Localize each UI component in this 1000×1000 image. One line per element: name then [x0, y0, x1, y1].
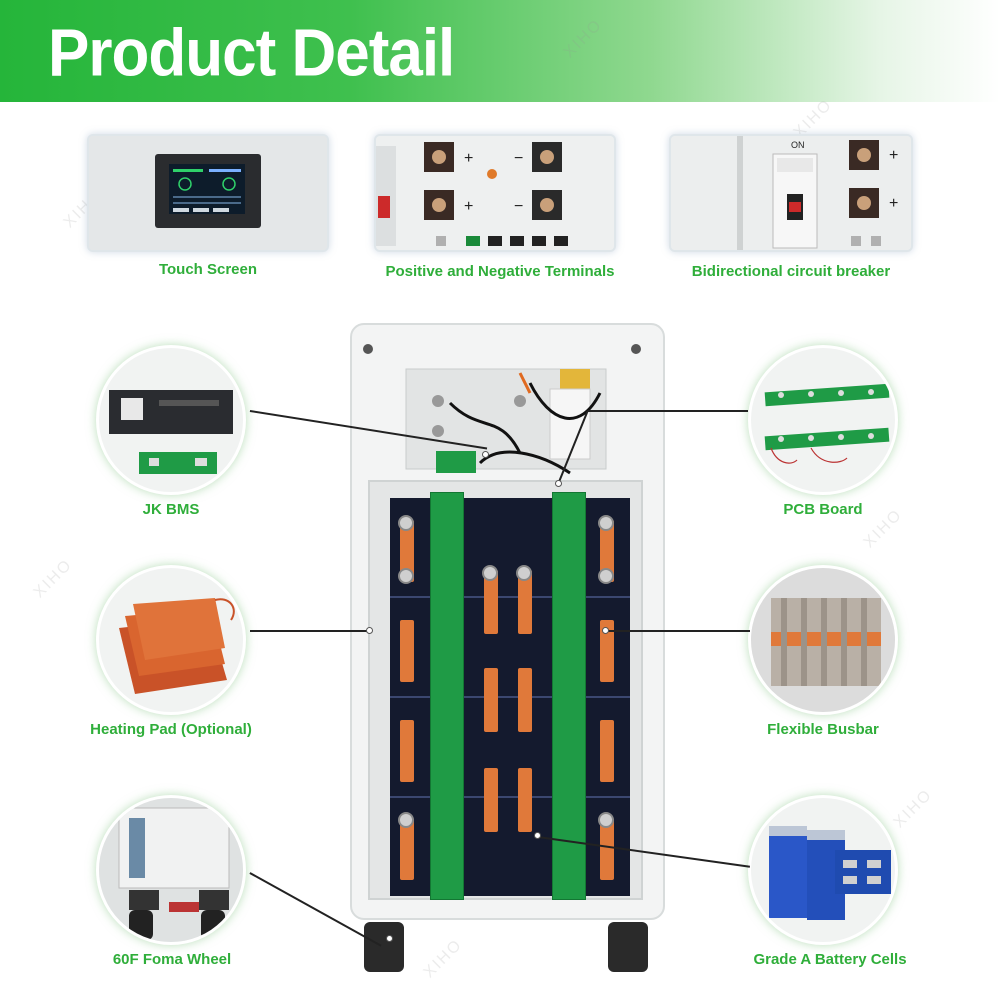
leader-dot [602, 627, 609, 634]
jk-bms-caption: JK BMS [142, 501, 200, 518]
watermark: XIHO [30, 555, 76, 602]
heating-pad-caption: Heating Pad (Optional) [90, 721, 252, 738]
cell-terminal [398, 812, 414, 828]
leader-line-heating-pad [250, 630, 368, 632]
busbar [484, 668, 498, 732]
busbar [400, 620, 414, 682]
flexible-busbar-photo [748, 565, 898, 715]
pcb-board-image [764, 383, 890, 464]
busbar [600, 620, 614, 682]
cell-terminal [482, 565, 498, 581]
page-title: Product Detail [48, 16, 455, 91]
circuit-breaker-photo: ON + + [669, 134, 913, 252]
leader-dot [555, 480, 562, 487]
cell-terminal [398, 568, 414, 584]
pcb-strip-left [430, 492, 464, 900]
cell-divider [390, 596, 630, 598]
busbar [518, 668, 532, 732]
heating-pad-image [119, 598, 235, 694]
terminals-photo: + − + − [374, 134, 616, 252]
svg-text:+: + [464, 150, 473, 167]
cell-divider [390, 796, 630, 798]
wheel-image [99, 798, 243, 942]
cell-terminal [516, 565, 532, 581]
busbar [400, 720, 414, 782]
flexible-busbar-caption: Flexible Busbar [767, 721, 879, 738]
header-banner: Product Detail [0, 0, 1000, 102]
svg-text:−: − [514, 150, 523, 167]
cell-terminal [598, 812, 614, 828]
busbar [600, 720, 614, 782]
leader-dot [366, 627, 373, 634]
busbar [518, 768, 532, 832]
svg-text:+: + [889, 195, 898, 212]
busbar [600, 818, 614, 880]
cabinet-top-details [363, 344, 641, 475]
cell-terminal [598, 515, 614, 531]
terminals-image: + − + − [376, 136, 614, 250]
battery-cells-photo [748, 795, 898, 945]
cell-terminal [398, 515, 414, 531]
watermark: XIHO [420, 935, 466, 982]
wheel-left [364, 922, 404, 972]
pcb-board-caption: PCB Board [783, 501, 863, 518]
busbar [484, 768, 498, 832]
touch-screen-caption: Touch Screen [158, 261, 258, 278]
leader-line-busbar [606, 630, 750, 632]
flexible-busbar-image [751, 568, 895, 712]
svg-text:+: + [889, 147, 898, 164]
jk-bms-image [109, 390, 233, 474]
battery-cells-caption: Grade A Battery Cells [753, 951, 907, 968]
leader-dot [534, 832, 541, 839]
heating-pad-photo [96, 565, 246, 715]
svg-text:−: − [514, 198, 523, 215]
leader-dot [386, 935, 393, 942]
circuit-breaker-image: ON + + [671, 136, 911, 250]
busbar [518, 570, 532, 634]
busbar [400, 818, 414, 880]
busbar [400, 520, 414, 582]
wheel-photo [96, 795, 246, 945]
cell-divider [390, 696, 630, 698]
wheel-right [608, 922, 648, 972]
busbar [484, 570, 498, 634]
svg-text:+: + [464, 198, 473, 215]
touch-screen-image [89, 136, 327, 250]
circuit-breaker-caption: Bidirectional circuit breaker [691, 263, 891, 280]
pcb-board-photo [748, 345, 898, 495]
pcb-strip-right [552, 492, 586, 900]
battery-cells-image [769, 826, 891, 920]
busbar [600, 520, 614, 582]
leader-dot [482, 451, 489, 458]
svg-text:ON: ON [791, 140, 805, 150]
touch-screen-photo [87, 134, 329, 252]
watermark: XIHO [890, 785, 936, 832]
wheel-caption: 60F Foma Wheel [112, 951, 232, 968]
terminals-caption: Positive and Negative Terminals [385, 263, 615, 280]
leader-line-pcb [588, 410, 748, 412]
jk-bms-photo [96, 345, 246, 495]
cell-terminal [598, 568, 614, 584]
